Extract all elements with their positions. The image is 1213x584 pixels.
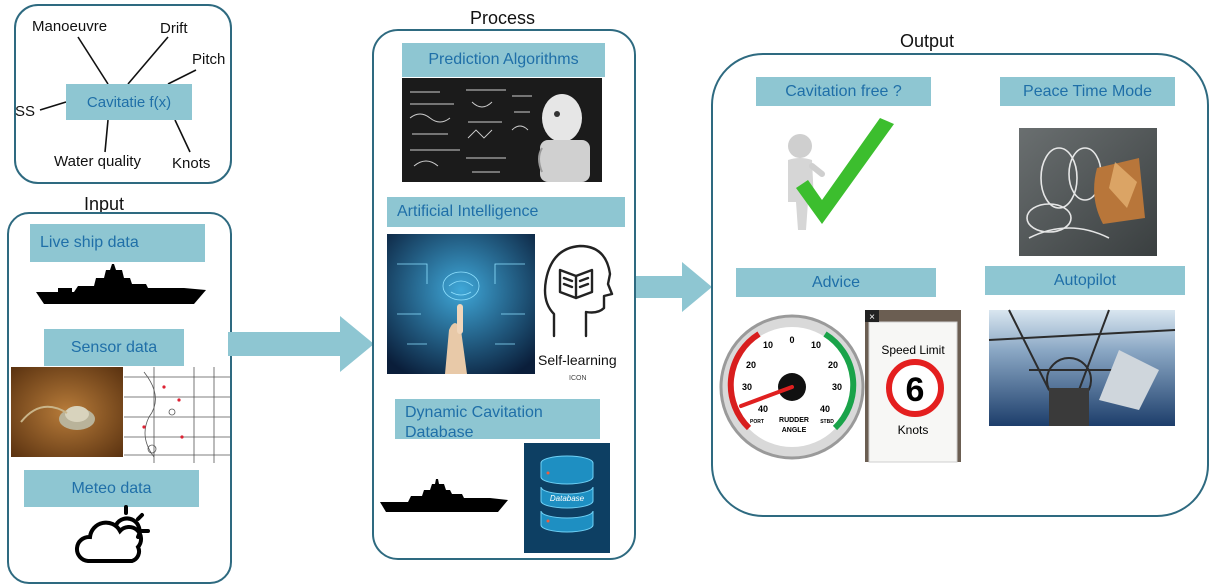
gauge-tick-stbd-30: 30 — [832, 382, 842, 392]
gauge-tick-port-10: 10 — [763, 340, 773, 350]
person-checkmark-image — [788, 118, 894, 230]
gauge-tick-stbd-40: 40 — [820, 404, 830, 414]
gauge-stbd-label: STBD — [820, 419, 834, 425]
cavitation-function-label: Cavitatie f(x) — [66, 84, 192, 120]
sensor-data-tag: Sensor data — [44, 329, 184, 366]
sensor-photo — [11, 367, 123, 457]
gauge-port-label: PORT — [750, 419, 764, 425]
sailboat-autopilot-photo — [988, 309, 1176, 426]
warship-silhouette-icon — [36, 264, 206, 304]
meteo-data-tag: Meteo data — [24, 470, 199, 507]
gauge-caption-rudder: RUDDER — [779, 417, 809, 424]
input-title: Input — [84, 194, 125, 214]
prediction-algorithms-image — [402, 78, 602, 182]
propeller-cavitation-photo — [1019, 128, 1157, 256]
gauge-tick-stbd-10: 10 — [811, 340, 821, 350]
self-learning-icon-caption: ICON — [569, 375, 587, 382]
factor-knots: Knots — [172, 155, 211, 172]
output-title: Output — [900, 31, 955, 51]
factor-ss: SS — [15, 103, 36, 120]
gauge-tick-port-40: 40 — [758, 404, 768, 414]
factor-pitch: Pitch — [192, 51, 226, 68]
ai-touch-brain-image — [387, 234, 535, 374]
factor-manoeuvre: Manoeuvre — [32, 18, 108, 35]
dynamic-cavitation-database-label: Dynamic Cavitation Database — [405, 404, 543, 441]
self-learning-head-book-icon — [543, 244, 614, 338]
speed-limit-sign: × Speed Limit 6 Knots — [865, 310, 961, 463]
partly-cloudy-weather-icon — [75, 505, 150, 563]
factor-drift: Drift — [160, 20, 188, 37]
gauge-tick-stbd-20: 20 — [828, 360, 838, 370]
arrow-process-to-output — [636, 262, 712, 312]
warship-silhouette-small-icon — [380, 479, 508, 512]
dynamic-cavitation-database-tag: Dynamic Cavitation Database — [395, 399, 600, 441]
speed-limit-heading: Speed Limit — [881, 343, 945, 357]
database-label: Database — [550, 494, 585, 503]
artificial-intelligence-tag: Artificial Intelligence — [387, 197, 625, 227]
prediction-algorithms-tag: Prediction Algorithms — [402, 43, 605, 77]
gauge-caption-angle: ANGLE — [782, 427, 807, 434]
speed-limit-unit: Knots — [898, 423, 929, 437]
live-ship-data-tag: Live ship data — [30, 224, 205, 262]
cavitation-free-tag: Cavitation free ? — [756, 77, 931, 106]
autopilot-tag: Autopilot — [985, 266, 1185, 295]
speed-limit-value: 6 — [906, 371, 925, 409]
gauge-tick-0: 0 — [789, 335, 794, 345]
sensor-layout-schematic — [124, 367, 230, 463]
factor-connectors — [39, 36, 197, 153]
peace-time-mode-tag: Peace Time Mode — [1000, 77, 1175, 106]
rudder-angle-gauge: 10 0 10 20 20 30 30 40 40 PORT STBD RUDD… — [719, 314, 865, 460]
close-icon: × — [869, 312, 875, 323]
gauge-tick-port-20: 20 — [746, 360, 756, 370]
arrow-input-to-process — [228, 316, 374, 372]
database-stack-image: Database — [524, 443, 610, 553]
process-title: Process — [470, 8, 536, 28]
gauge-tick-port-30: 30 — [742, 382, 752, 392]
factor-water-quality: Water quality — [54, 153, 141, 170]
self-learning-caption: Self-learning — [538, 352, 617, 368]
advice-tag: Advice — [736, 268, 936, 297]
